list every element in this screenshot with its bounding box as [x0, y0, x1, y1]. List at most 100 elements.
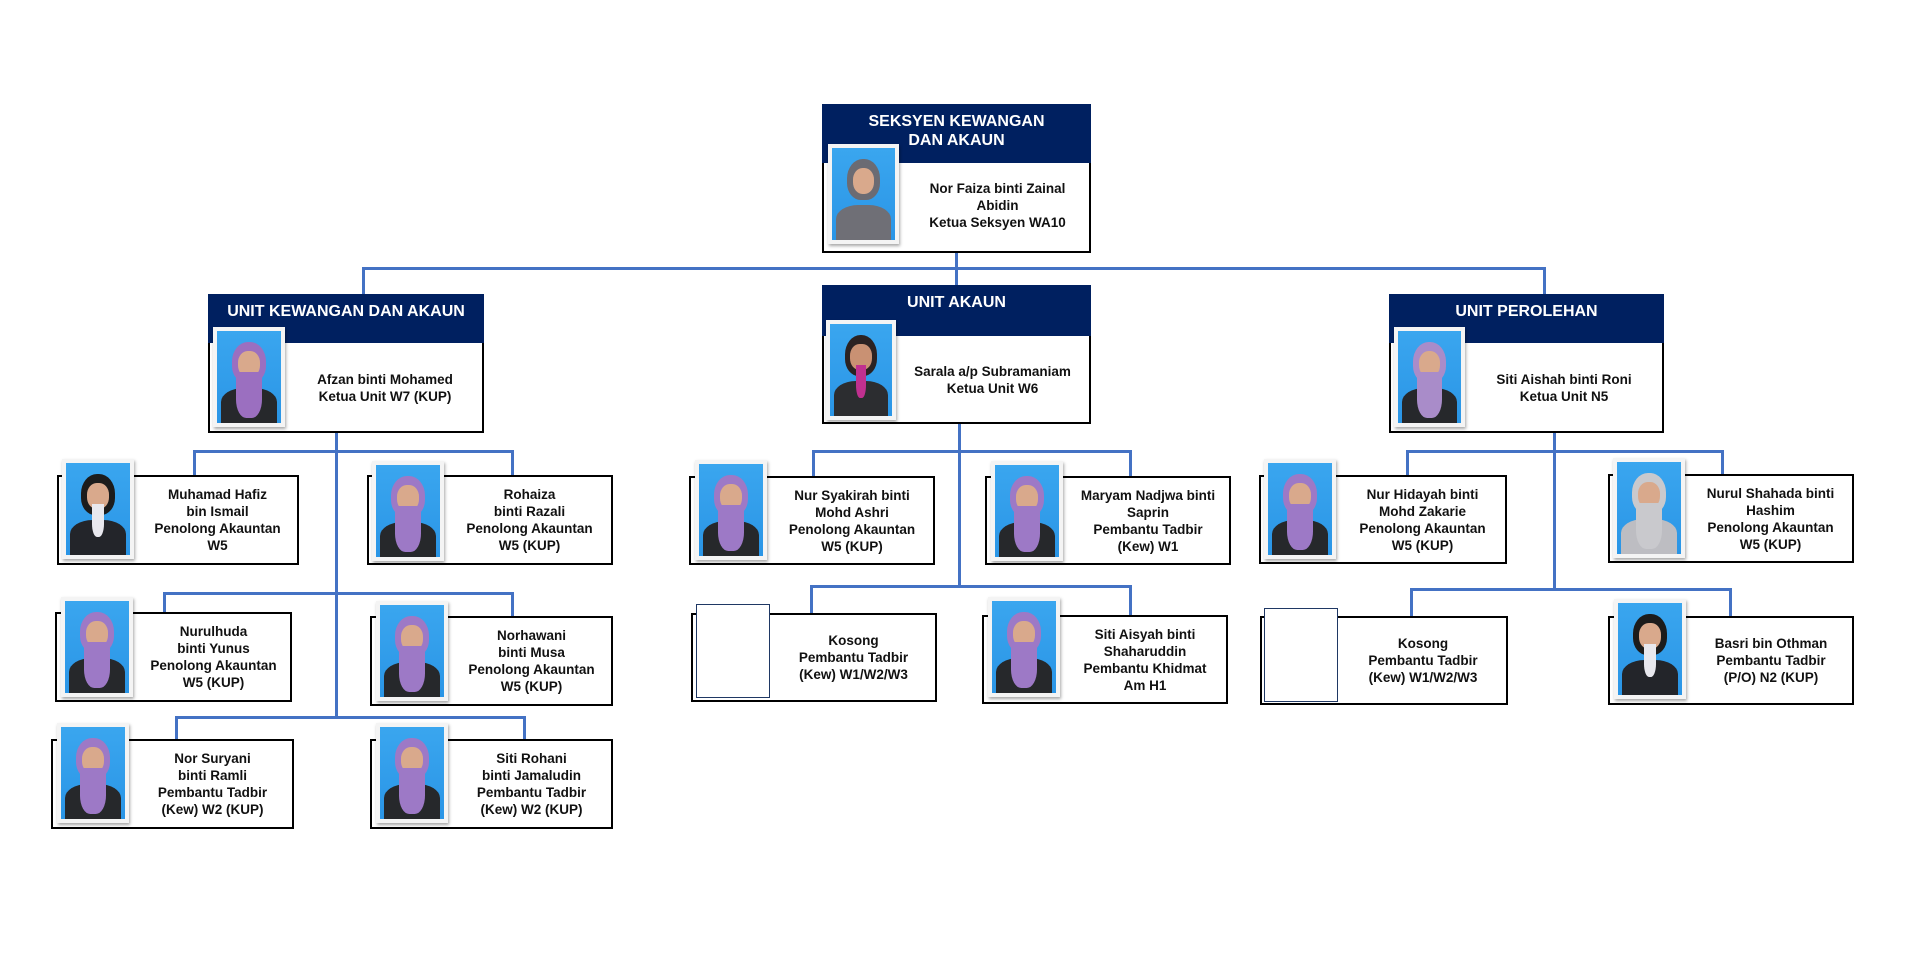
unit-head-photo: [1394, 327, 1465, 427]
person-detail: Penolong Akauntan: [1707, 519, 1834, 535]
person-detail: binti Jamaludin: [481, 768, 581, 783]
unit-head-text: Sarala a/p Subramaniam Ketua Unit W6: [900, 345, 1085, 415]
connector-perolehan-trunk: [1553, 433, 1556, 591]
person-detail: W5 (KUP): [1739, 536, 1802, 552]
person-detail: Mohd Ashri: [815, 504, 889, 520]
unit-title: UNIT PEROLEHAN: [1389, 294, 1664, 343]
person-detail: Penolong Akauntan: [468, 662, 595, 677]
staff-photo: [376, 601, 448, 701]
unit-head-text: Siti Aishah binti Roni Ketua Unit N5: [1470, 350, 1658, 425]
connector-perolehan-drop-1a: [1406, 450, 1409, 476]
person-detail: Pembantu Tadbir: [476, 785, 587, 800]
connector-unit-perolehan: [1543, 267, 1546, 295]
person-detail: (Kew) W2 (KUP): [480, 802, 583, 817]
person-position: Ketua Unit N5: [1519, 388, 1609, 404]
person-detail: Pembantu Tadbir: [1368, 653, 1478, 668]
person-detail: W5 (KUP): [182, 675, 245, 690]
person-name: Siti Rohani: [496, 751, 567, 766]
staff-photo: [61, 597, 133, 697]
connector-akaun-trunk: [958, 423, 961, 587]
person-name: Nur Hidayah binti: [1366, 486, 1479, 502]
person-name: Nor Suryani: [174, 751, 251, 766]
person-detail: W5 (KUP): [1391, 537, 1454, 553]
connector-kewangan-bus-3: [175, 716, 526, 719]
person-detail: bin Ismail: [186, 504, 249, 519]
person-name: Sarala a/p Subramaniam: [914, 364, 1071, 379]
connector-kewangan-drop-2a: [163, 592, 166, 612]
person-name: Nurulhuda: [179, 624, 248, 639]
person-detail: Penolong Akauntan: [788, 521, 916, 537]
person-detail: binti Ramli: [177, 768, 247, 783]
person-name: Kosong: [828, 633, 879, 648]
connector-akaun-drop-2b: [1129, 585, 1132, 615]
staff-photo: [57, 723, 129, 823]
person-detail: Pembantu Tadbir: [1093, 521, 1203, 537]
connector-kewangan-drop-1a: [193, 450, 196, 475]
person-detail: Pembantu Khidmat: [1083, 660, 1207, 676]
person-detail: Shaharuddin: [1103, 643, 1187, 659]
vacant-photo-placeholder: [696, 604, 770, 698]
connector-akaun-drop-1b: [1129, 450, 1132, 476]
connector-kewangan-drop-3b: [523, 716, 526, 739]
person-name: Basri bin Othman: [1714, 636, 1828, 651]
person-detail: binti Razali: [493, 504, 566, 519]
unit-head-photo: [826, 320, 896, 420]
staff-photo: [695, 460, 767, 560]
connector-kewangan-drop-1b: [511, 450, 514, 475]
connector-perolehan-bus-2: [1410, 588, 1732, 591]
person-detail: (P/O) N2 (KUP): [1723, 670, 1819, 685]
person-detail: Pembantu Tadbir: [798, 650, 909, 665]
connector-perolehan-drop-2b: [1729, 588, 1732, 616]
person-detail: W5 (KUP): [821, 538, 883, 554]
section-title-line-1: SEKSYEN KEWANGAN: [868, 113, 1045, 130]
person-detail: (Kew) W1: [1117, 538, 1179, 554]
staff-photo: [376, 723, 448, 823]
person-name: Afzan binti Mohamed: [317, 371, 453, 387]
section-head-photo: [828, 144, 899, 244]
connector-akaun-bus-1: [812, 450, 1132, 453]
person-detail: Pembantu Tadbir: [1716, 653, 1826, 668]
connector-akaun-bus-2: [810, 585, 1132, 588]
person-detail: Penolong Akauntan: [1359, 520, 1486, 536]
person-detail: W5 (KUP): [498, 538, 561, 553]
unit-head-text: Afzan binti Mohamed Ketua Unit W7 (KUP): [292, 350, 478, 425]
connector-kewangan-bus-2: [163, 592, 514, 595]
connector-unit-akaun: [955, 267, 958, 286]
person-detail: Mohd Zakarie: [1378, 503, 1467, 519]
connector-akaun-drop-1a: [812, 450, 815, 476]
connector-unit-kewangan: [362, 267, 365, 295]
person-name: Kosong: [1397, 636, 1449, 651]
person-detail: Pembantu Tadbir: [157, 785, 268, 800]
staff-photo: [988, 597, 1060, 697]
connector-kewangan-drop-2b: [511, 592, 514, 616]
person-detail: (Kew) W1/W2/W3: [799, 667, 908, 682]
person-name: Norhawani: [496, 628, 566, 643]
connector-perolehan-bus-1: [1406, 450, 1724, 453]
person-detail: Penolong Akauntan: [154, 521, 281, 536]
connector-section-down: [955, 252, 958, 269]
staff-photo: [1613, 458, 1685, 558]
connector-kewangan-bus-1: [193, 450, 514, 453]
person-name: Nur Syakirah binti: [794, 487, 910, 503]
connector-kewangan-drop-3a: [175, 716, 178, 739]
person-detail: (Kew) W1/W2/W3: [1368, 670, 1478, 685]
person-position: Ketua Unit W6: [946, 381, 1039, 396]
person-name-cont: Abidin: [976, 197, 1019, 213]
person-name: Muhamad Hafiz: [167, 487, 267, 502]
connector-section-bus: [362, 267, 1546, 270]
unit-head-photo: [213, 327, 285, 427]
person-detail: Hashim: [1746, 502, 1795, 518]
connector-perolehan-drop-2a: [1410, 588, 1413, 616]
person-name: Siti Aisyah binti: [1094, 626, 1196, 642]
person-detail: binti Yunus: [177, 641, 250, 656]
staff-photo: [1264, 459, 1336, 559]
person-detail: (Kew) W2 (KUP): [161, 802, 264, 817]
